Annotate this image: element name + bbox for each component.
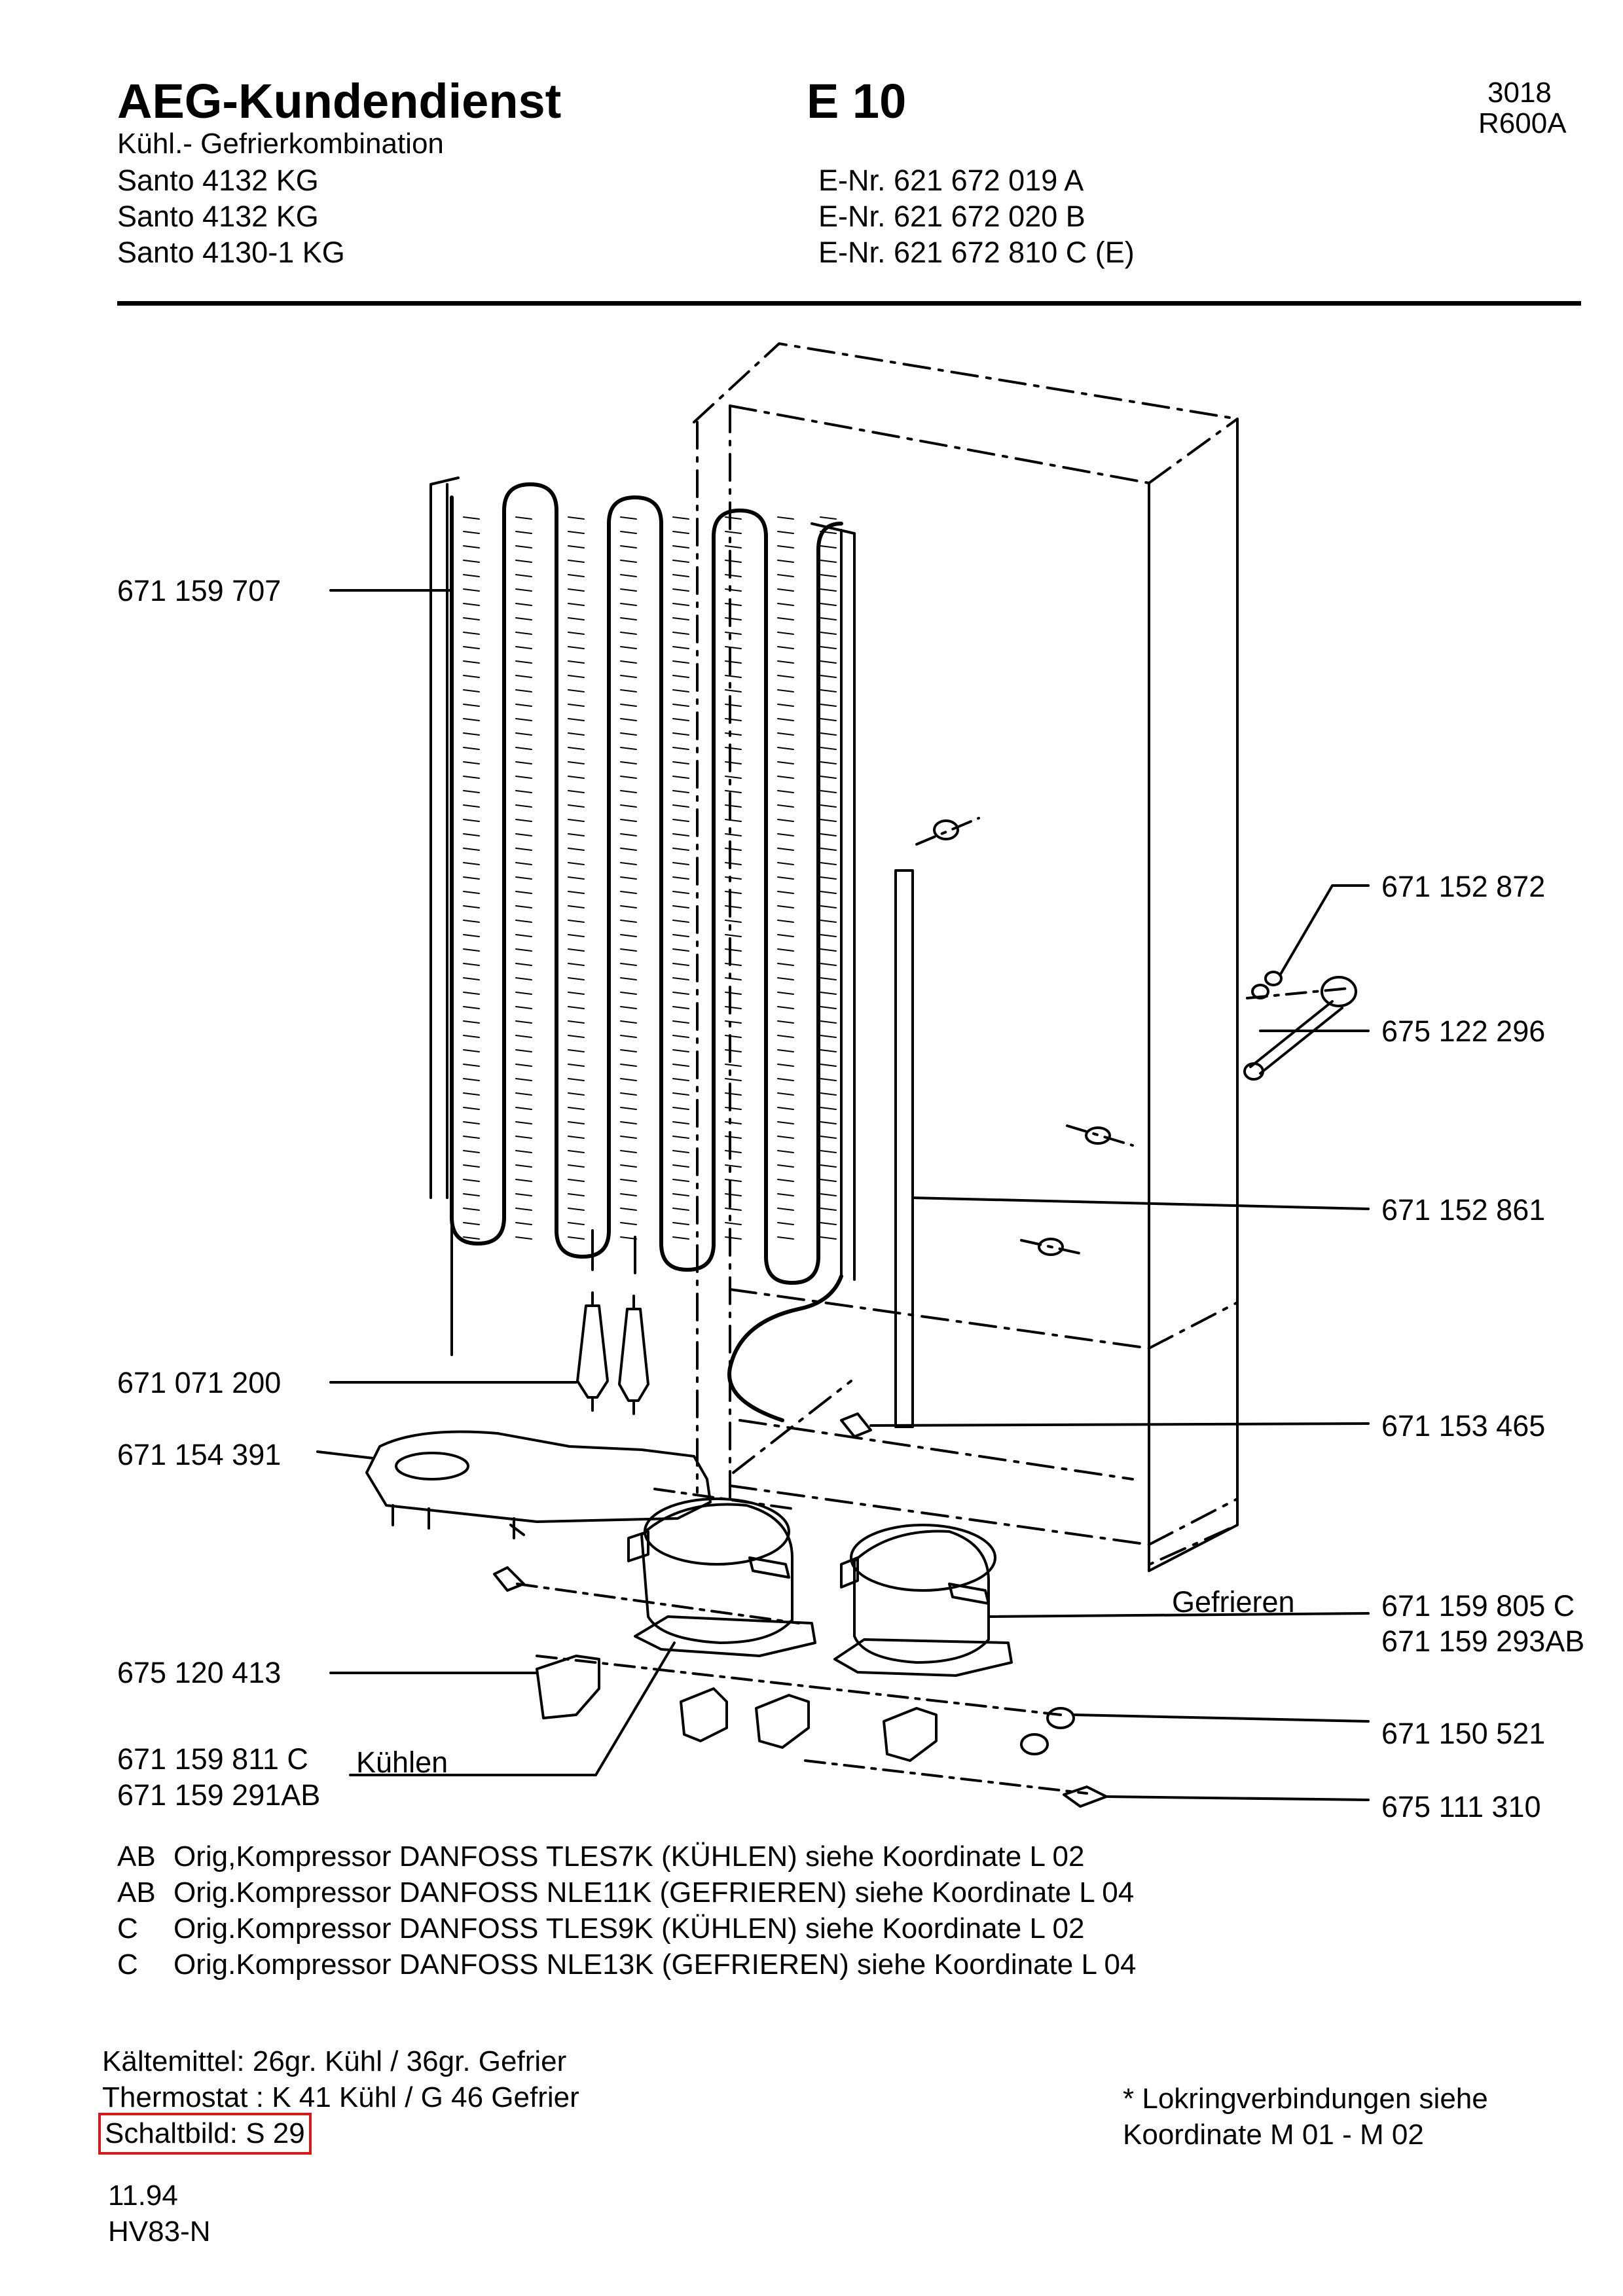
- part-code-861: 671 152 861: [1381, 1193, 1546, 1227]
- refrigerant-code: R600A: [1478, 107, 1567, 139]
- capillary-tube: [727, 1274, 843, 1422]
- refrigerant-amount: Kältemittel: 26gr. Kühl / 36gr. Gefrier: [102, 2045, 567, 2077]
- cabinet-side-panel: [1148, 418, 1239, 1572]
- model-enr: E-Nr. 621 672 019 A: [818, 164, 1084, 197]
- filter-dryer: [576, 1291, 649, 1415]
- note-line: C Orig.Kompressor DANFOSS TLES9K (KÜHLEN)…: [117, 1914, 1084, 1943]
- note-text: Orig.Kompressor DANFOSS TLES9K (KÜHLEN) …: [173, 1912, 1085, 1945]
- leader-lines: [316, 589, 1370, 1801]
- pipe-clip: [840, 1412, 872, 1438]
- part-code-kuehlen-compressor: 671 159 291AB: [117, 1778, 321, 1812]
- pipe-rod: [894, 817, 1134, 1428]
- note-line: AB Orig.Kompressor DANFOSS NLE11K (GEFRIE…: [117, 1878, 1134, 1907]
- subtitle: Kühl.- Gefrierkombination: [117, 128, 444, 160]
- condenser: [429, 476, 856, 1356]
- note-text: Orig.Kompressor DANFOSS NLE11K (GEFRIERE…: [173, 1876, 1135, 1909]
- part-code-clip: 675 111 310: [1381, 1790, 1541, 1823]
- schaltbild-ref: Schaltbild: S 29: [98, 2113, 312, 2155]
- note-key: C: [117, 1948, 138, 1981]
- part-code-gefrieren-compressor: 671 159 293AB: [1381, 1624, 1585, 1658]
- part-code-296: 675 122 296: [1381, 1014, 1546, 1048]
- note-line: AB Orig,Kompressor DANFOSS TLES7K (KÜHLEN…: [117, 1842, 1084, 1871]
- label-kuehlen: Kühlen: [356, 1746, 448, 1779]
- note-key: AB: [117, 1840, 156, 1873]
- compressor-kuehlen: [627, 1488, 816, 1657]
- note-key: C: [117, 1912, 138, 1945]
- connector-pipe: [1243, 971, 1357, 1081]
- note-key: AB: [117, 1876, 156, 1909]
- condenser-fins: [463, 516, 837, 1240]
- model-name: Santo 4130-1 KG: [117, 236, 345, 269]
- footer-code: HV83-N: [108, 2215, 211, 2248]
- issue-date: 11.94: [108, 2179, 178, 2212]
- part-code-grommet: 671 150 521: [1381, 1717, 1546, 1750]
- part-code-mount-plate: 675 120 413: [117, 1656, 282, 1689]
- part-code-465: 671 153 465: [1381, 1409, 1546, 1443]
- header-divider: [117, 301, 1581, 306]
- page-title: AEG-Kundendienst: [117, 74, 562, 128]
- model-name: Santo 4132 KG: [117, 164, 319, 197]
- sheet-number: E 10: [807, 74, 907, 128]
- note-line: C Orig.Kompressor DANFOSS NLE13K (GEFRIER…: [117, 1950, 1136, 1979]
- model-name: Santo 4132 KG: [117, 200, 319, 233]
- exploded-parts-diagram: [316, 342, 1370, 1808]
- lokring-note: Koordinate M 01 - M 02: [1123, 2119, 1424, 2151]
- part-code-drip-tray: 671 154 391: [117, 1438, 282, 1471]
- thermostat-info: Thermostat : K 41 Kühl / G 46 Gefrier: [102, 2081, 579, 2113]
- doc-number: 3018: [1487, 77, 1552, 109]
- note-text: Orig.Kompressor DANFOSS NLE13K (GEFRIERE…: [173, 1948, 1137, 1981]
- cabinet-outline: [693, 342, 1239, 1572]
- part-code-condenser: 671 159 707: [117, 574, 282, 607]
- part-code-gefrieren-compressor: 671 159 805 C: [1381, 1589, 1575, 1623]
- compressor-gefrieren: [833, 1524, 1013, 1677]
- model-enr: E-Nr. 621 672 020 B: [818, 200, 1085, 233]
- model-enr: E-Nr. 621 672 810 C (E): [818, 236, 1135, 269]
- mounting-brackets: [493, 1566, 1108, 1808]
- drip-tray: [365, 1430, 712, 1539]
- lokring-note: * Lokringverbindungen siehe: [1123, 2083, 1488, 2115]
- part-code-kuehlen-compressor: 671 159 811 C: [117, 1742, 308, 1776]
- part-code-872: 671 152 872: [1381, 870, 1546, 903]
- label-gefrieren: Gefrieren: [1172, 1585, 1295, 1619]
- part-code-filter-dryer: 671 071 200: [117, 1366, 282, 1399]
- note-text: Orig,Kompressor DANFOSS TLES7K (KÜHLEN) …: [173, 1840, 1085, 1873]
